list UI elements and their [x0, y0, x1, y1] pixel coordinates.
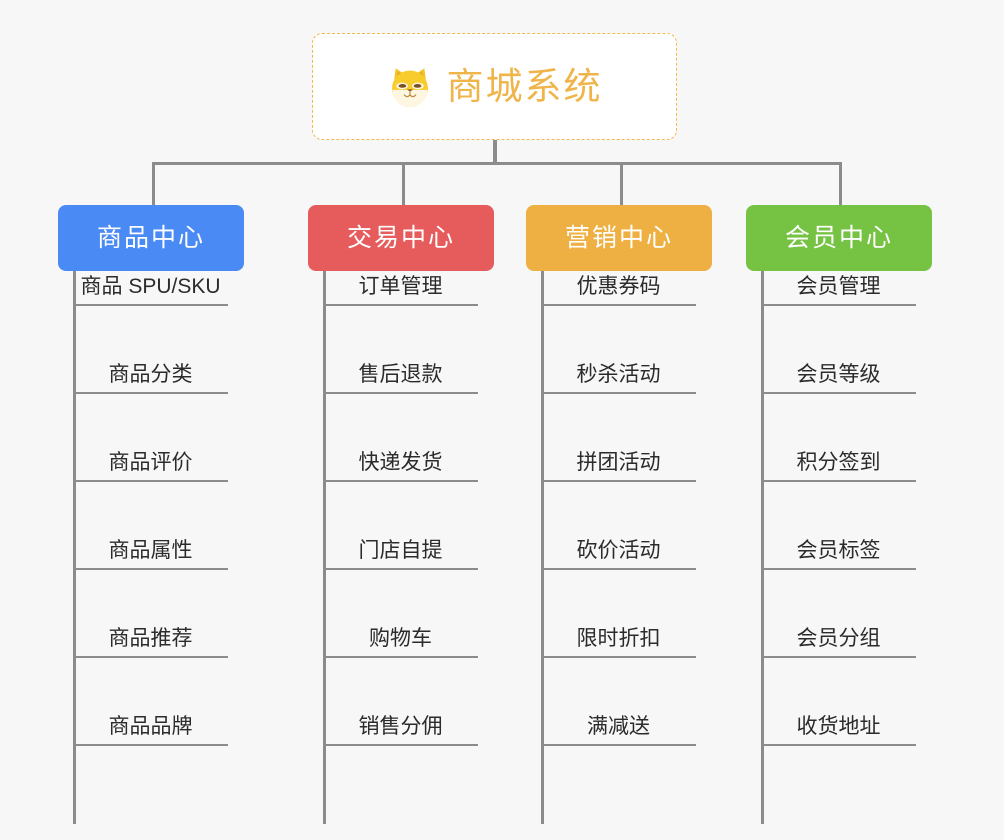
leaf-item-label: 会员等级 — [796, 362, 881, 386]
leaf-item[interactable]: 满减送 — [541, 658, 696, 746]
branch-trunk-1 — [73, 271, 76, 824]
leaf-item-label: 购物车 — [369, 626, 432, 650]
leaf-item-label: 商品评价 — [108, 450, 193, 474]
shiba-dog-icon — [391, 67, 428, 107]
leaf-item[interactable]: 销售分佣 — [323, 658, 478, 746]
leaf-item-label: 商品分类 — [108, 362, 193, 386]
leaf-item-label: 限时折扣 — [576, 626, 661, 650]
leaf-item[interactable]: 优惠券码 — [541, 218, 696, 306]
connector-drop-2 — [402, 162, 405, 207]
connector-drop-3 — [620, 162, 623, 207]
leaf-item-label: 会员管理 — [796, 274, 881, 298]
leaf-item[interactable]: 会员等级 — [761, 306, 916, 394]
leaf-item-label: 商品品牌 — [108, 714, 193, 738]
branch-trunk-2 — [323, 271, 326, 824]
leaf-item-label: 快递发货 — [358, 450, 443, 474]
leaf-item-label: 售后退款 — [358, 362, 443, 386]
root-node[interactable]: 商城系统 — [312, 33, 677, 140]
leaf-item[interactable]: 积分签到 — [761, 394, 916, 482]
leaf-item[interactable]: 收货地址 — [761, 658, 916, 746]
leaf-item[interactable]: 商品评价 — [73, 394, 228, 482]
leaf-item[interactable]: 订单管理 — [323, 218, 478, 306]
leaf-item-label: 订单管理 — [358, 274, 443, 298]
branch-trunk-3 — [541, 271, 544, 824]
leaf-item-label: 优惠券码 — [576, 274, 661, 298]
leaf-item[interactable]: 商品分类 — [73, 306, 228, 394]
leaf-item-label: 商品推荐 — [108, 626, 193, 650]
leaf-item-label: 收货地址 — [796, 714, 881, 738]
category-header-3[interactable]: 营销中心 — [526, 205, 712, 271]
leaf-item[interactable]: 购物车 — [323, 570, 478, 658]
leaf-item[interactable]: 快递发货 — [323, 394, 478, 482]
leaf-item-label: 满减送 — [587, 714, 650, 738]
connector-bus — [152, 162, 842, 165]
leaf-item-label: 会员标签 — [796, 538, 881, 562]
category-header-label: 商品中心 — [96, 223, 205, 252]
leaf-item-label: 砍价活动 — [576, 538, 661, 562]
category-header-4[interactable]: 会员中心 — [746, 205, 932, 271]
leaf-item-label: 秒杀活动 — [576, 362, 661, 386]
leaf-item-label: 门店自提 — [358, 538, 443, 562]
leaf-item[interactable]: 商品属性 — [73, 482, 228, 570]
category-header-2[interactable]: 交易中心 — [308, 205, 494, 271]
category-header-1[interactable]: 商品中心 — [58, 205, 244, 271]
leaf-item[interactable]: 售后退款 — [323, 306, 478, 394]
leaf-item[interactable]: 秒杀活动 — [541, 306, 696, 394]
branch-trunk-4 — [761, 271, 764, 824]
connector-root-stem — [493, 140, 497, 165]
category-header-label: 营销中心 — [564, 223, 673, 252]
leaf-item[interactable]: 砍价活动 — [541, 482, 696, 570]
category-header-label: 会员中心 — [784, 223, 893, 252]
leaf-item[interactable]: 会员分组 — [761, 570, 916, 658]
leaf-item[interactable]: 限时折扣 — [541, 570, 696, 658]
leaf-item[interactable]: 拼团活动 — [541, 394, 696, 482]
leaf-item[interactable]: 会员标签 — [761, 482, 916, 570]
connector-drop-4 — [839, 162, 842, 207]
leaf-item-label: 销售分佣 — [358, 714, 443, 738]
leaf-item[interactable]: 门店自提 — [323, 482, 478, 570]
leaf-item[interactable]: 会员管理 — [761, 218, 916, 306]
leaf-item-label: 会员分组 — [796, 626, 881, 650]
category-header-label: 交易中心 — [346, 223, 455, 252]
leaf-item-label: 商品 SPU/SKU — [80, 274, 221, 298]
leaf-item-label: 商品属性 — [108, 538, 193, 562]
leaf-item[interactable]: 商品品牌 — [73, 658, 228, 746]
leaf-item[interactable]: 商品 SPU/SKU — [73, 218, 228, 306]
connector-drop-1 — [152, 162, 155, 207]
leaf-item[interactable]: 商品推荐 — [73, 570, 228, 658]
leaf-item-label: 拼团活动 — [576, 450, 661, 474]
page-title: 商城系统 — [446, 66, 603, 107]
leaf-item-label: 积分签到 — [796, 450, 881, 474]
